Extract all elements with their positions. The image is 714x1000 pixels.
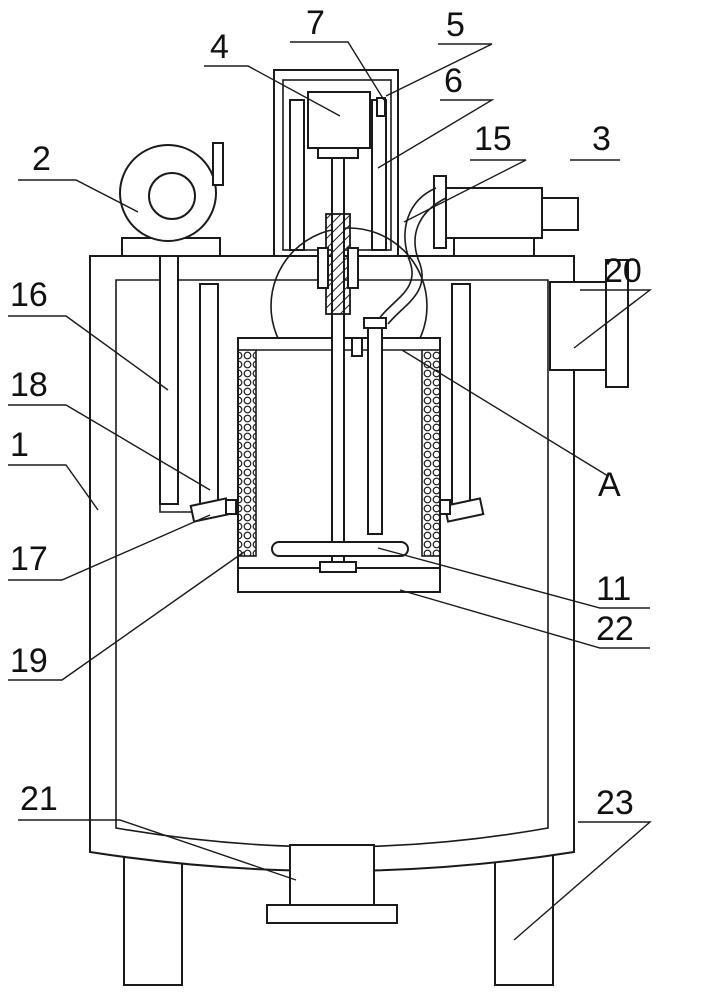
pump <box>433 175 579 257</box>
support-legs <box>123 854 554 986</box>
label-6: 6 <box>444 62 463 100</box>
label-18: 18 <box>10 366 48 404</box>
reference-labels: 2 4 7 5 6 15 3 20 16 18 1 A 17 11 22 19 … <box>10 4 642 822</box>
label-1: 1 <box>10 426 29 464</box>
label-16: 16 <box>10 276 48 314</box>
label-15: 15 <box>474 120 512 158</box>
stirring-blade <box>271 541 409 557</box>
label-11: 11 <box>596 570 631 608</box>
central-shaft <box>317 157 359 573</box>
top-motor <box>119 142 224 257</box>
label-19: 19 <box>10 642 48 680</box>
discharge-outlet <box>266 844 398 924</box>
label-5: 5 <box>446 6 465 44</box>
label-7: 7 <box>306 4 325 42</box>
label-2: 2 <box>32 140 51 178</box>
label-21: 21 <box>20 780 58 818</box>
label-4: 4 <box>210 28 229 66</box>
side-pipe <box>549 259 629 388</box>
label-20: 20 <box>604 252 642 290</box>
spray-pipes <box>159 255 485 523</box>
feed-pipe <box>351 187 447 535</box>
leader-lines <box>8 41 653 941</box>
label-22: 22 <box>596 610 634 648</box>
label-3: 3 <box>592 120 611 158</box>
label-17: 17 <box>10 540 48 578</box>
label-A: A <box>598 466 621 504</box>
label-23: 23 <box>596 784 634 822</box>
